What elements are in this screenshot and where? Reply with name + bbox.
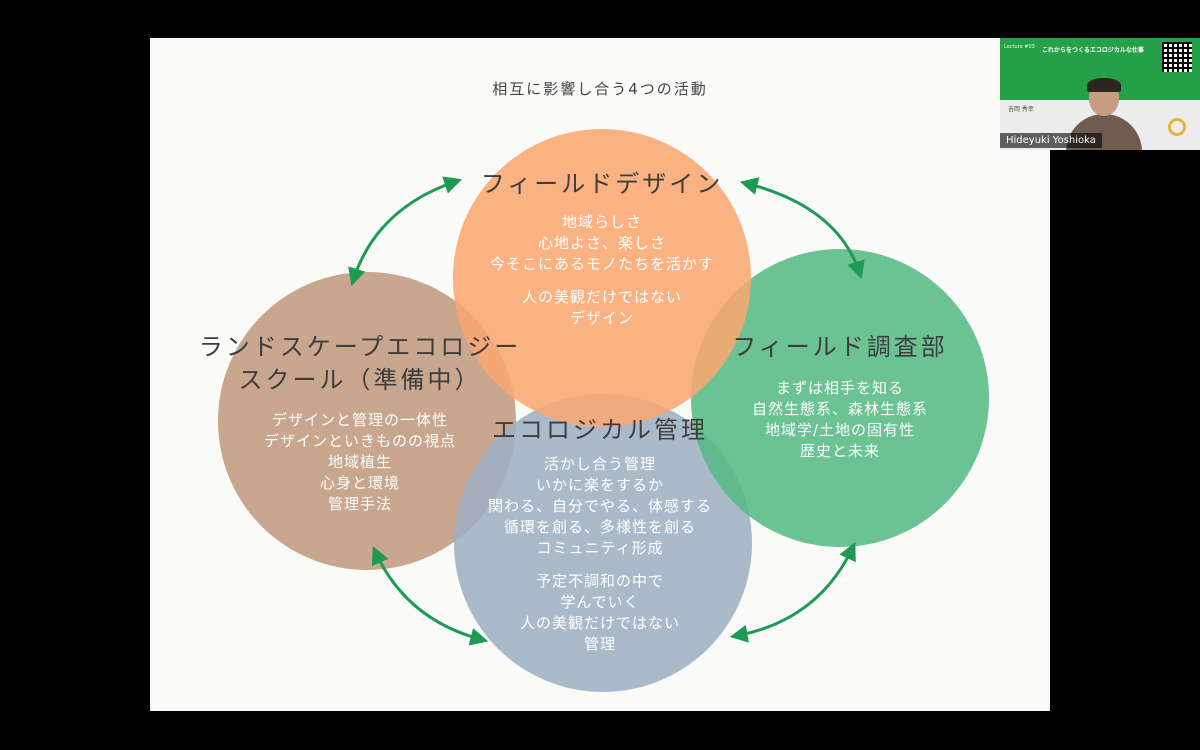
field-design-line: 地域らしさ <box>561 213 642 231</box>
qr-code-icon <box>1162 42 1192 72</box>
arrow-survey-management <box>729 542 856 643</box>
presentation-slide: 相互に影響し合う4つの活動 フィールドデザイン 地域らしさ 心地よさ、楽しさ 今… <box>150 38 1050 711</box>
participant-video-tile[interactable]: Lecture #03 これからをつくるエコロジカルな仕事 吉岡 秀幸 Hide… <box>1000 38 1200 150</box>
field-survey-line: まずは相手を知る <box>775 379 904 397</box>
field-design-title: フィールドデザイン <box>480 170 724 198</box>
eco-management-body: 活かし合う管理 いかに楽をするか 関わる、自分でやる、体感する 循環を創る、多様… <box>450 454 750 655</box>
circle-eco-management <box>454 394 752 692</box>
landscape-school-line: 心身と環境 <box>319 474 400 492</box>
lecture-tag: Lecture #03 <box>1004 44 1035 50</box>
landscape-school-title-line1: ランドスケープエコロジー <box>198 333 522 361</box>
circle-field-design <box>453 129 751 427</box>
circle-landscape-school <box>218 272 516 570</box>
slide-title: 相互に影響し合う4つの活動 <box>492 80 708 98</box>
landscape-school-title: ランドスケープエコロジー スクール（準備中） <box>190 331 530 397</box>
eco-management-line: 管理 <box>583 635 616 653</box>
eco-management-line: 予定不調和の中で <box>535 572 664 590</box>
participant-name-label: Hideyuki Yoshioka <box>1000 133 1102 148</box>
eco-management-line: 学んでいく <box>560 593 640 611</box>
circle-field-survey <box>691 249 989 547</box>
eco-management-line: いかに楽をするか <box>535 476 664 494</box>
field-design-line: 心地よさ、楽しさ <box>537 234 666 252</box>
eco-management-line: コミュニティ形成 <box>536 539 664 557</box>
eco-management-line: 関わる、自分でやる、体感する <box>487 497 712 515</box>
video-background-banner: Lecture #03 これからをつくるエコロジカルな仕事 <box>1000 38 1200 100</box>
landscape-school-body: デザインと管理の一体性 デザインといきものの視点 地域植生 心身と環境 管理手法 <box>240 410 480 515</box>
field-design-body: 地域らしさ 心地よさ、楽しさ 今そこにあるモノたちを活かす 人の美観だけではない… <box>452 212 752 329</box>
eco-management-line: 人の美観だけではない <box>519 614 680 632</box>
venn-diagram <box>218 129 989 692</box>
field-survey-line: 自然生態系、森林生態系 <box>751 400 928 418</box>
field-design-line: 今そこにあるモノたちを活かす <box>489 255 714 273</box>
landscape-school-title-line2: スクール（準備中） <box>238 366 482 394</box>
field-survey-line: 歴史と未来 <box>799 442 880 460</box>
landscape-school-line: デザインといきものの視点 <box>263 432 456 450</box>
arrow-design-survey <box>739 177 865 280</box>
spacer <box>450 559 750 571</box>
participant-hair <box>1087 78 1121 92</box>
organization-logo-icon <box>1168 118 1186 136</box>
eco-management-line: 活かし合う管理 <box>543 455 656 473</box>
field-design-line: 人の美観だけではない <box>521 288 682 306</box>
spacer <box>452 275 752 287</box>
field-survey-body: まずは相手を知る 自然生態系、森林生態系 地域学/土地の固有性 歴史と未来 <box>710 378 970 462</box>
background-nameplate: 吉岡 秀幸 <box>1008 106 1034 113</box>
landscape-school-line: 地域植生 <box>327 453 392 471</box>
banner-title: これからをつくるエコロジカルな仕事 <box>1042 47 1144 54</box>
field-survey-title: フィールド調査部 <box>732 333 948 361</box>
landscape-school-line: デザインと管理の一体性 <box>271 411 448 429</box>
arrow-school-management <box>371 546 489 646</box>
eco-management-title: エコロジカル管理 <box>492 416 708 444</box>
landscape-school-line: 管理手法 <box>327 495 392 513</box>
field-design-line: デザイン <box>569 309 634 327</box>
eco-management-line: 循環を創る、多様性を創る <box>503 518 696 536</box>
field-survey-line: 地域学/土地の固有性 <box>764 421 916 439</box>
arrow-design-school <box>348 176 463 287</box>
